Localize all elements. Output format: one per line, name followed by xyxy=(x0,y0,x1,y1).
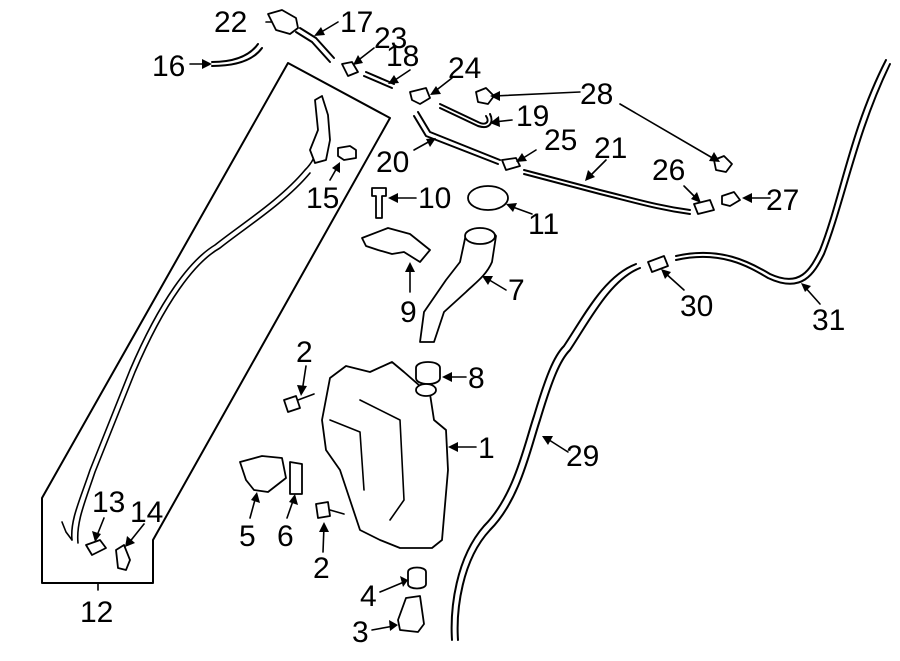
callout-16: 16 xyxy=(152,50,185,83)
check-valve-22 xyxy=(267,9,299,35)
callout-30: 30 xyxy=(680,290,713,323)
callout-5: 5 xyxy=(239,520,256,553)
reservoir-1 xyxy=(321,361,449,549)
grommet-6 xyxy=(289,461,303,495)
cap-11 xyxy=(467,185,509,211)
bolt-2-lower-shank xyxy=(329,509,345,515)
nozzle-28a xyxy=(475,87,495,105)
callout-13: 13 xyxy=(92,486,125,519)
hose-end-bottom xyxy=(61,521,73,541)
callout-21: 21 xyxy=(594,132,627,165)
callout-6: 6 xyxy=(277,520,294,553)
bolt-2-lower xyxy=(315,501,331,519)
hose-29 xyxy=(456,267,641,641)
hose-31-b xyxy=(675,63,891,285)
callout-1: 1 xyxy=(478,432,495,465)
callout-26: 26 xyxy=(652,154,685,187)
hose-16 xyxy=(211,43,259,63)
callout-22: 22 xyxy=(214,6,247,39)
reservoir-detail-line xyxy=(359,399,405,521)
leader-lines xyxy=(92,21,821,631)
hose-18 xyxy=(363,75,393,89)
pump-5 xyxy=(239,455,287,493)
callout-28: 28 xyxy=(580,78,613,111)
callout-29: 29 xyxy=(566,440,599,473)
grommet-8 xyxy=(415,361,441,385)
callout-10: 10 xyxy=(418,182,451,215)
callout-27: 27 xyxy=(766,184,799,217)
callout-23: 23 xyxy=(374,22,407,55)
hose-21-b xyxy=(523,173,691,215)
connector-26 xyxy=(693,199,715,215)
hose-17 xyxy=(295,31,331,63)
hose-20-b xyxy=(413,115,499,165)
bolt-10 xyxy=(371,187,387,219)
hose-19 xyxy=(439,103,489,125)
callout-15: 15 xyxy=(306,182,339,215)
hose-17-b xyxy=(299,27,335,59)
grommet-4 xyxy=(407,566,427,590)
filler-neck-7 xyxy=(419,227,497,343)
callout-9: 9 xyxy=(400,296,417,329)
connector-13 xyxy=(85,539,107,556)
hose-16-b xyxy=(211,47,263,67)
callout-20: 20 xyxy=(376,146,409,179)
hose-19-b xyxy=(439,107,493,128)
callout-31: 31 xyxy=(812,304,845,337)
callout-17: 17 xyxy=(340,6,373,39)
callout-18: 18 xyxy=(386,40,419,73)
tee-24 xyxy=(409,87,431,105)
connector-25 xyxy=(501,157,521,171)
bolt-2-upper-shank xyxy=(297,393,315,401)
hose-kit-outline xyxy=(41,62,391,584)
callout-2-upper: 2 xyxy=(296,336,313,369)
hose-31 xyxy=(675,59,887,280)
callout-7: 7 xyxy=(508,274,525,307)
bolt-2-upper xyxy=(283,395,301,413)
callout-14: 14 xyxy=(130,496,163,529)
connector-23 xyxy=(341,61,359,77)
elbow-14 xyxy=(115,544,131,571)
hose-12-line xyxy=(70,139,317,541)
reservoir-detail-line-2 xyxy=(329,419,365,491)
filler-neck-top xyxy=(464,227,496,245)
hose-12-line-b xyxy=(76,172,311,544)
callout-11: 11 xyxy=(528,208,559,241)
nozzle-bracket-15 xyxy=(309,95,331,164)
callout-24: 24 xyxy=(448,52,481,85)
callout-3: 3 xyxy=(352,616,369,649)
hose-20 xyxy=(417,111,501,161)
callout-25: 25 xyxy=(544,124,577,157)
fitting-15 xyxy=(337,145,357,161)
callout-19: 19 xyxy=(516,100,549,133)
hose-29-b xyxy=(450,263,637,641)
callout-12: 12 xyxy=(80,596,113,629)
callout-4: 4 xyxy=(360,580,377,613)
level-sensor-3 xyxy=(397,595,425,633)
hose-21 xyxy=(523,169,691,211)
elbow-27 xyxy=(721,191,741,207)
callout-8: 8 xyxy=(468,362,485,395)
bracket-9 xyxy=(361,227,431,263)
connector-30 xyxy=(647,255,669,273)
reservoir-neck xyxy=(415,383,437,397)
callout-2-lower: 2 xyxy=(313,552,330,585)
